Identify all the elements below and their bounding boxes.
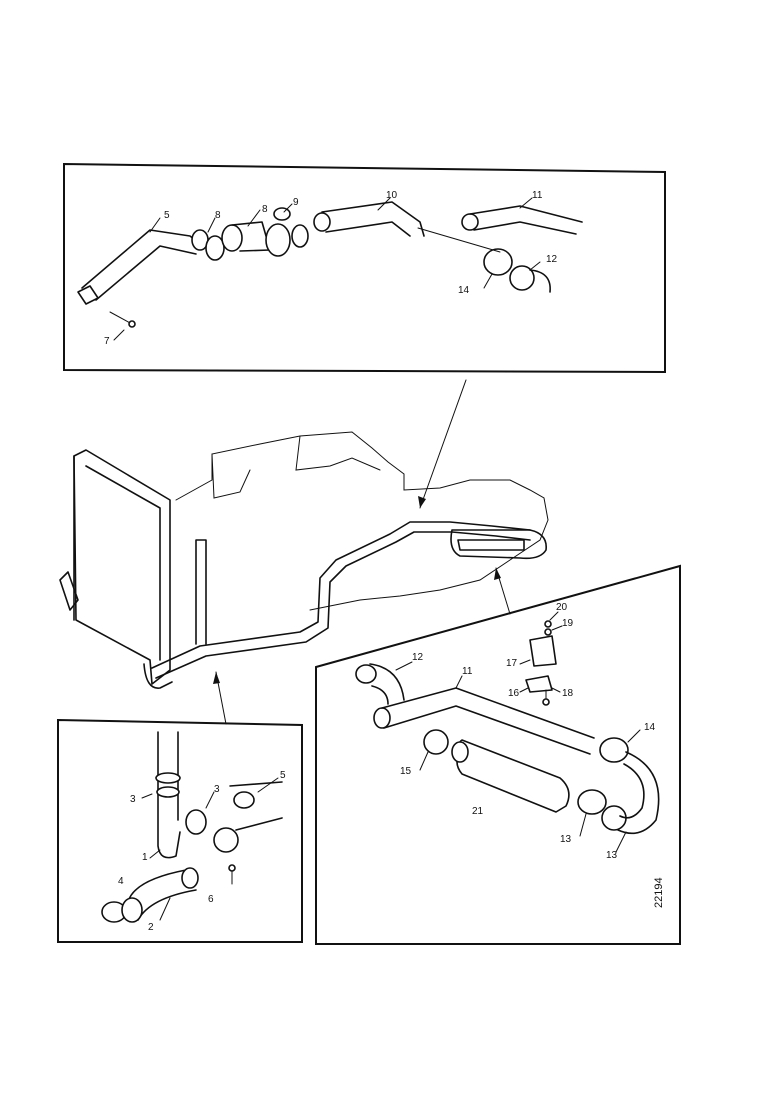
engine-assembly [59,431,549,689]
bottom-left-frame [57,718,303,943]
callout-11: 11 [532,190,543,201]
callout-11-lower: 11 [462,666,473,677]
hose-1 [157,731,181,859]
callout-2: 2 [148,922,154,933]
engine-block [175,431,549,611]
hose-12-lower [369,663,405,701]
callout-12-lower: 12 [412,652,424,663]
pointer-arrow-top [419,379,467,509]
hose-end-11 [461,213,479,231]
callout-20: 20 [556,602,568,613]
callout-6: 6 [208,894,214,905]
pipe-5 [81,229,201,289]
bolt-18 [542,698,550,706]
hose-12 [509,265,535,291]
callout-7: 7 [104,336,110,347]
callout-12: 12 [546,254,558,265]
pipe-11 [469,205,583,223]
clamp-14-lower [599,737,629,763]
callout-10: 10 [386,190,398,201]
clamp-3-upper [155,772,181,784]
callout-8: 8 [215,210,221,221]
callout-14-lower: 14 [644,722,656,733]
pipe-5-end-flange [77,285,99,305]
valve-9 [265,223,291,257]
clamp-13 [601,805,627,831]
callout-14: 14 [458,285,470,296]
hose-13 [617,751,660,835]
callout-13: 13 [560,834,572,845]
callout-5: 5 [164,210,170,221]
clamp-3-lower [185,809,207,835]
coupling-8 [221,224,243,252]
figure-code: 22194 [653,877,665,908]
callout-15: 15 [400,766,412,777]
callout-5-lower: 5 [280,770,286,781]
callout-1: 1 [142,852,148,863]
bracket-16 [525,675,553,693]
callout-19: 19 [562,618,574,629]
clamp-14 [483,248,513,276]
callout-3: 3 [130,794,136,805]
fitting-6 [213,827,239,853]
callout-13b: 13 [606,850,618,861]
valve-cap-9 [273,207,291,221]
top-inset-frame [63,162,666,374]
hose-end-12 [355,664,377,684]
bottom-left-inset: 3 3 5 1 4 2 6 [57,718,303,943]
clamp-15 [423,729,449,755]
bolt-20 [544,620,552,628]
heater-core [450,529,547,560]
callout-18: 18 [562,688,574,699]
callout-21: 21 [472,806,484,817]
heater-21 [456,739,570,813]
bracket-17 [529,635,557,667]
pipe-5-lower [229,781,283,787]
pipe-11-end [373,707,391,729]
bolt-7 [128,320,136,328]
callout-8b: 8 [262,204,268,215]
clamp-5 [233,791,255,809]
callout-4: 4 [118,876,124,887]
top-inset: 5 8 8 9 10 11 12 14 7 [63,162,666,374]
coolant-pipe-main [151,521,531,669]
bottom-right-frame [315,564,681,945]
callout-16: 16 [508,688,520,699]
hose-clamp-10 [313,212,331,232]
callout-17: 17 [506,658,518,669]
washer-19 [544,628,552,636]
clamp-15-lower [577,789,607,815]
callout-9: 9 [293,197,299,208]
radiator [73,449,171,685]
bottom-right-inset: 12 11 20 19 17 16 18 14 15 21 13 13 2219… [315,564,681,945]
callout-3b: 3 [214,784,220,795]
